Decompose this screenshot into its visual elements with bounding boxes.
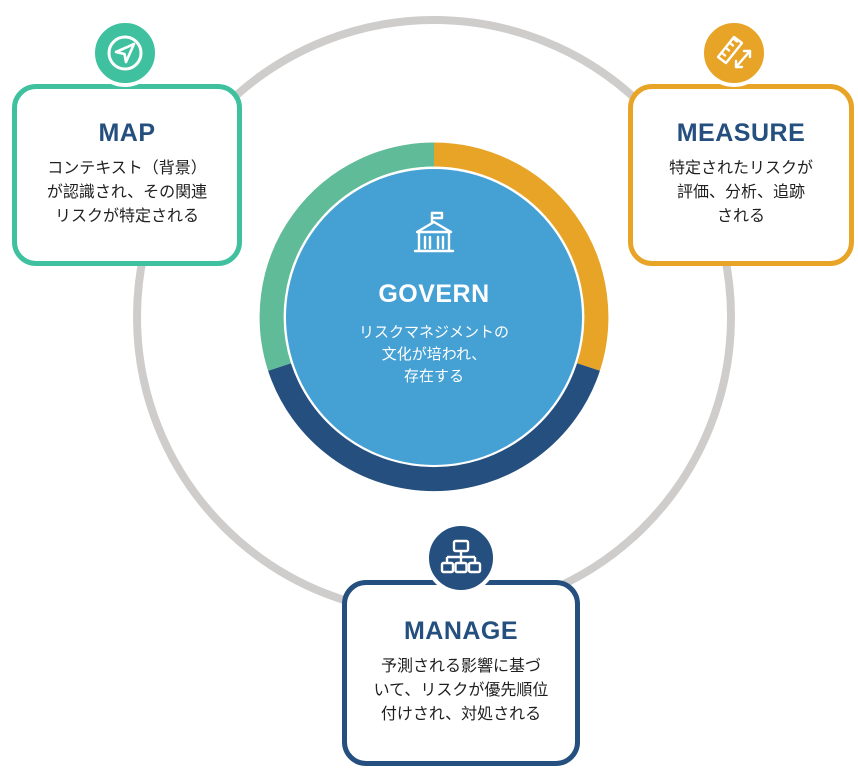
measure-badge [700, 19, 768, 87]
measure-arc [433, 142, 609, 371]
institution-building-icon [413, 211, 455, 253]
measure-card: MEASURE 特定されたリスクが 評価、分析、追跡 される [628, 84, 854, 266]
manage-description: 予測される影響に基づ いて、リスクが優先順位 付けされ、対処される [373, 656, 549, 723]
manage-title: MANAGE [403, 617, 519, 645]
manage-card: MANAGE 予測される影響に基づ いて、リスクが優先順位 付けされ、対処される [342, 580, 580, 766]
map-title: MAP [98, 119, 156, 147]
govern-center: GOVERN リスクマネジメントの 文化が培われ、 存在する [289, 170, 579, 460]
map-arc [259, 142, 435, 371]
navigation-arrow-icon [107, 35, 143, 71]
map-description: コンテキスト（背景） が認識され、その関連 リスクが特定される [46, 158, 208, 225]
measure-title: MEASURE [676, 119, 806, 147]
map-card: MAP コンテキスト（背景） が認識され、その関連 リスクが特定される [12, 84, 242, 266]
govern-description: リスクマネジメントの 文化が培われ、 存在する [358, 323, 509, 385]
govern-core [286, 169, 582, 465]
manage-arc [268, 363, 600, 492]
manage-badge [425, 522, 497, 594]
measure-description: 特定されたリスクが 評価、分析、追跡 される [668, 158, 813, 225]
hierarchy-org-chart-icon [440, 539, 482, 574]
map-badge [91, 19, 159, 87]
govern-title: GOVERN [378, 280, 490, 308]
ruler-measure-icon [716, 35, 752, 69]
